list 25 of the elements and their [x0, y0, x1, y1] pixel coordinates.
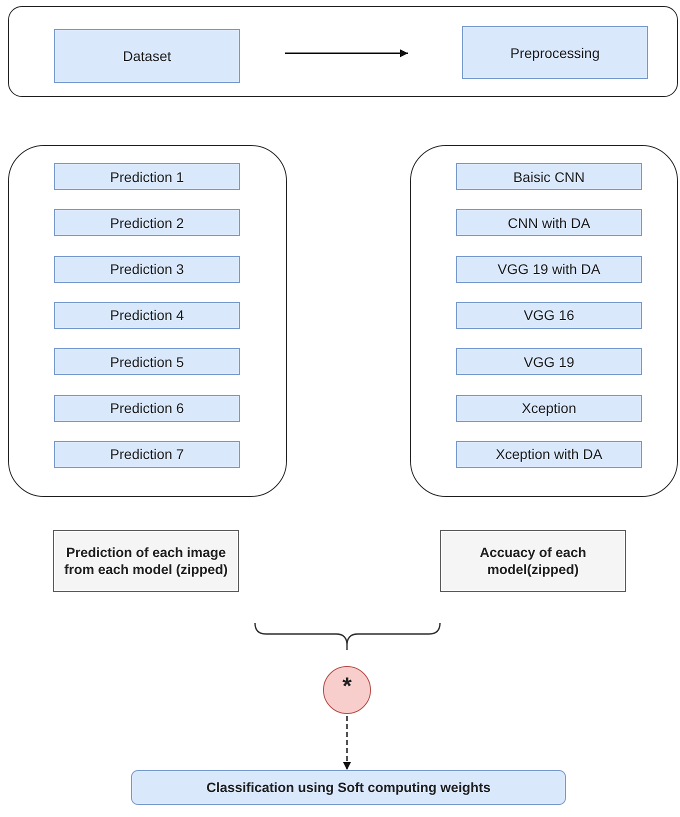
- arrow: [343, 716, 351, 770]
- process-box: CNN with DA: [456, 209, 642, 236]
- arrow: [285, 49, 408, 58]
- process-box: VGG 19 with DA: [456, 256, 642, 283]
- process-box: VGG 19: [456, 348, 642, 376]
- process-box: Xception: [456, 394, 642, 422]
- note-box: Accuacy of each model(zipped): [440, 530, 626, 592]
- process-box: Prediction 6: [54, 394, 240, 422]
- process-box: Preprocessing: [462, 26, 648, 79]
- process-box: Baisic CNN: [456, 163, 642, 190]
- group-panel: [8, 145, 287, 497]
- group-panel: [410, 145, 678, 497]
- process-box: Prediction 4: [54, 302, 240, 329]
- process-box: VGG 16: [456, 302, 642, 329]
- process-box: Dataset: [54, 29, 240, 83]
- container-box: [8, 6, 678, 97]
- note-box: Prediction of each image from each model (zipped): [53, 530, 239, 592]
- process-box: Prediction 2: [54, 209, 240, 236]
- process-box: Prediction 5: [54, 348, 240, 376]
- process-box: Classification using Soft computing weights: [131, 770, 566, 805]
- process-box: Xception with DA: [456, 440, 642, 468]
- process-box: Prediction 7: [54, 440, 240, 468]
- process-box: Prediction 1: [54, 163, 240, 190]
- process-box: Prediction 3: [54, 256, 240, 283]
- operator-circle: *: [323, 666, 371, 714]
